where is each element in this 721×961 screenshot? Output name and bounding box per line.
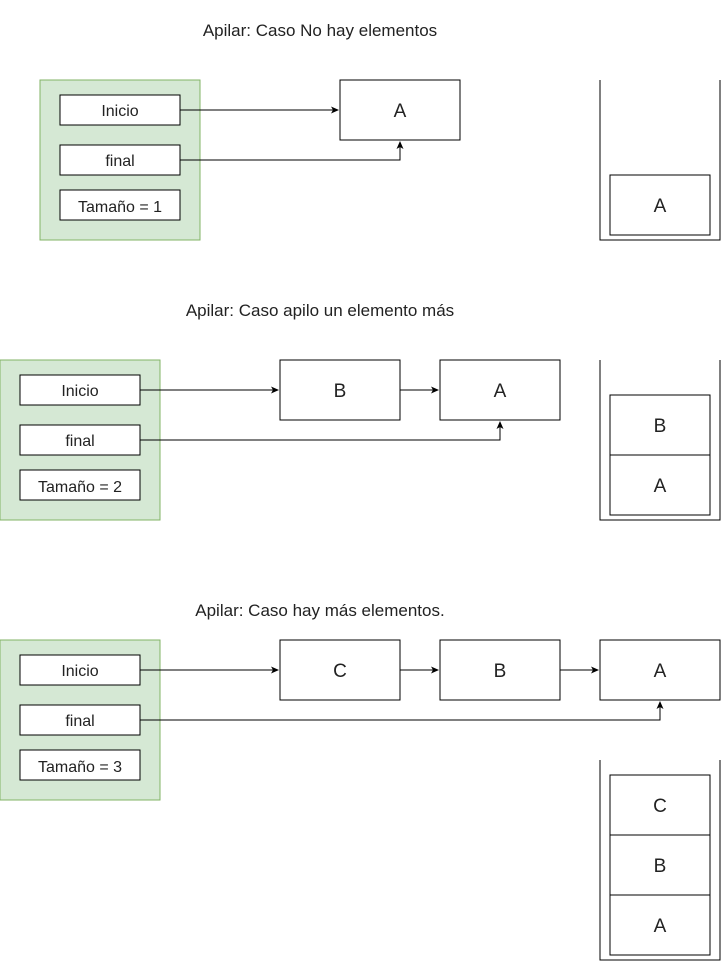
scenario-title: Apilar: Caso hay más elementos. (195, 601, 444, 620)
final-pointer-arrow (180, 141, 404, 161)
field-final-label: final (65, 713, 94, 730)
stack-cell-label: A (654, 916, 667, 937)
list-node-label: A (394, 101, 407, 122)
list-node (339, 79, 461, 141)
stack-container (599, 760, 721, 961)
list-node (439, 359, 561, 421)
field-tamano-label: Tamaño = 2 (38, 479, 122, 496)
field-inicio (59, 94, 181, 126)
stack-visual: B A (599, 360, 721, 521)
list-node-label: A (654, 661, 667, 682)
list-node (279, 359, 401, 421)
field-final-label: final (65, 433, 94, 450)
final-pointer-arrow (140, 701, 664, 721)
scenario-1: Apilar: Caso No hay elementos Inicio fin… (39, 21, 721, 241)
stack-container (599, 360, 721, 521)
stack-cell (609, 894, 711, 956)
stack-container (599, 80, 721, 241)
field-final (59, 144, 181, 176)
field-tamano (59, 189, 181, 221)
scenario-title: Apilar: Caso No hay elementos (203, 21, 437, 40)
stack-cell (609, 174, 711, 236)
stack-struct: Inicio final Tamaño = 2 (0, 359, 161, 521)
field-inicio-label: Inicio (61, 383, 98, 400)
scenario-title: Apilar: Caso apilo un elemento más (186, 301, 454, 320)
final-pointer-arrow (140, 421, 504, 441)
stack-cell (609, 454, 711, 516)
scenario-3: Apilar: Caso hay más elementos. Inicio f… (0, 601, 721, 961)
field-tamano (19, 749, 141, 781)
linked-list: A (339, 79, 461, 141)
stack-cell (609, 394, 711, 456)
stack-visual: A (599, 80, 721, 241)
field-final (19, 704, 141, 736)
list-node (599, 639, 721, 701)
stack-cell-label: A (654, 196, 667, 217)
scenario-2: Apilar: Caso apilo un elemento más Inici… (0, 301, 721, 521)
stack-visual: C B A (599, 760, 721, 961)
stack-struct: Inicio final Tamaño = 1 (39, 79, 201, 241)
list-node-label: B (334, 381, 347, 402)
stack-cell-label: B (654, 856, 667, 877)
field-final (19, 424, 141, 456)
stack-cell-label: A (654, 476, 667, 497)
field-inicio (19, 374, 141, 406)
linked-list: C B A (279, 639, 721, 701)
field-inicio-label: Inicio (101, 103, 138, 120)
stack-cell-label: C (653, 796, 667, 817)
field-inicio (19, 654, 141, 686)
list-node-label: A (494, 381, 507, 402)
field-tamano-label: Tamaño = 1 (78, 199, 162, 216)
stack-cell-label: B (654, 416, 667, 437)
stack-struct: Inicio final Tamaño = 3 (0, 639, 161, 801)
field-inicio-label: Inicio (61, 663, 98, 680)
stack-cell (609, 774, 711, 836)
field-tamano-label: Tamaño = 3 (38, 759, 122, 776)
field-tamano (19, 469, 141, 501)
list-node-label: B (494, 661, 507, 682)
list-node-label: C (333, 661, 347, 682)
list-node (279, 639, 401, 701)
field-final-label: final (105, 153, 134, 170)
stack-cell (609, 834, 711, 896)
list-node (439, 639, 561, 701)
linked-list: B A (279, 359, 561, 421)
